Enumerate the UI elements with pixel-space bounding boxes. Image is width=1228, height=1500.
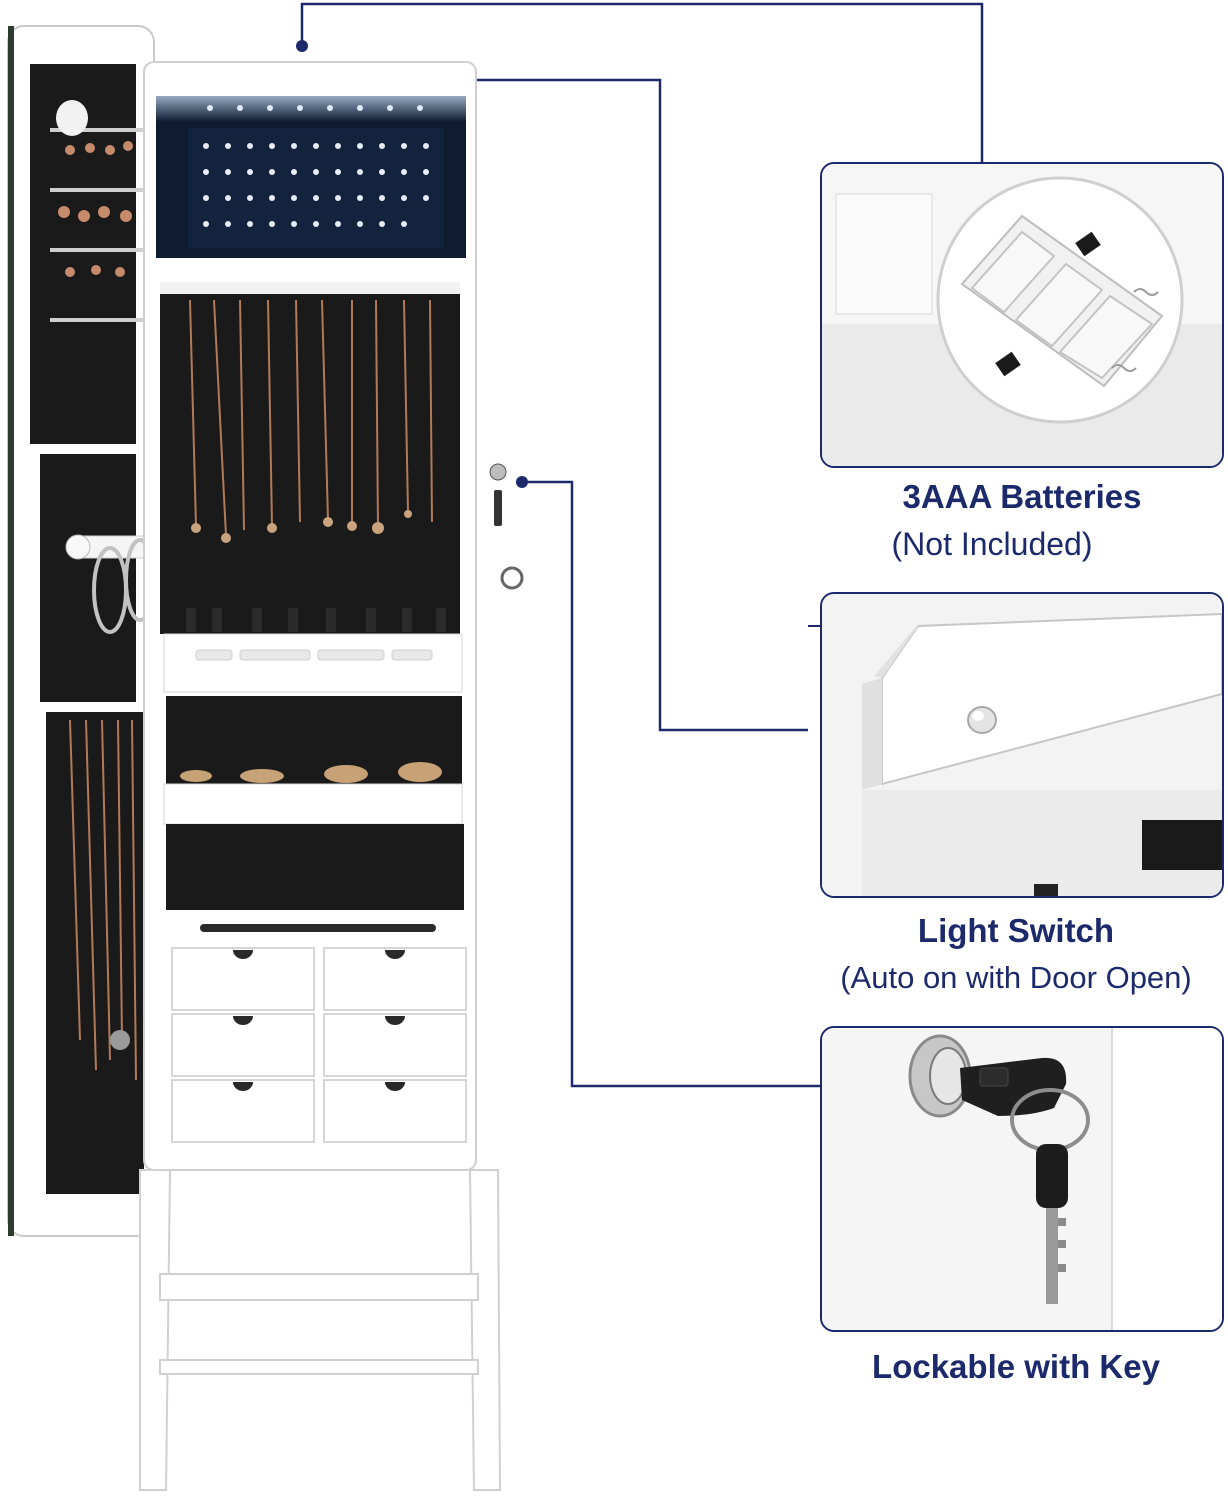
lock-connector xyxy=(522,480,820,1088)
light-switch-title: Light Switch xyxy=(917,912,1115,949)
jewelry-cabinet-illustration xyxy=(7,25,524,1491)
batteries-title: 3AAA Batteries xyxy=(902,478,1142,515)
batteries-connector-dot xyxy=(296,40,308,52)
cabinet-stand xyxy=(139,1169,502,1491)
batteries-connector xyxy=(300,2,984,162)
batteries-subtitle: (Not Included) xyxy=(891,526,1093,562)
lock-callout-box xyxy=(820,1026,1224,1332)
lock-key-icon xyxy=(822,1028,1222,1330)
batteries-callout-box xyxy=(820,162,1224,468)
light-switch-icon xyxy=(822,594,1222,896)
battery-compartment-icon xyxy=(822,164,1222,466)
lock-connector-dot xyxy=(516,476,528,488)
cabinet-lock-icon xyxy=(489,463,507,481)
cabinet-door xyxy=(7,25,167,1237)
lock-title: Lockable with Key xyxy=(872,1348,1160,1385)
light-switch-callout-box xyxy=(820,592,1224,898)
cabinet-body xyxy=(143,61,524,1171)
light-switch-subtitle: (Auto on with Door Open) xyxy=(840,960,1192,995)
